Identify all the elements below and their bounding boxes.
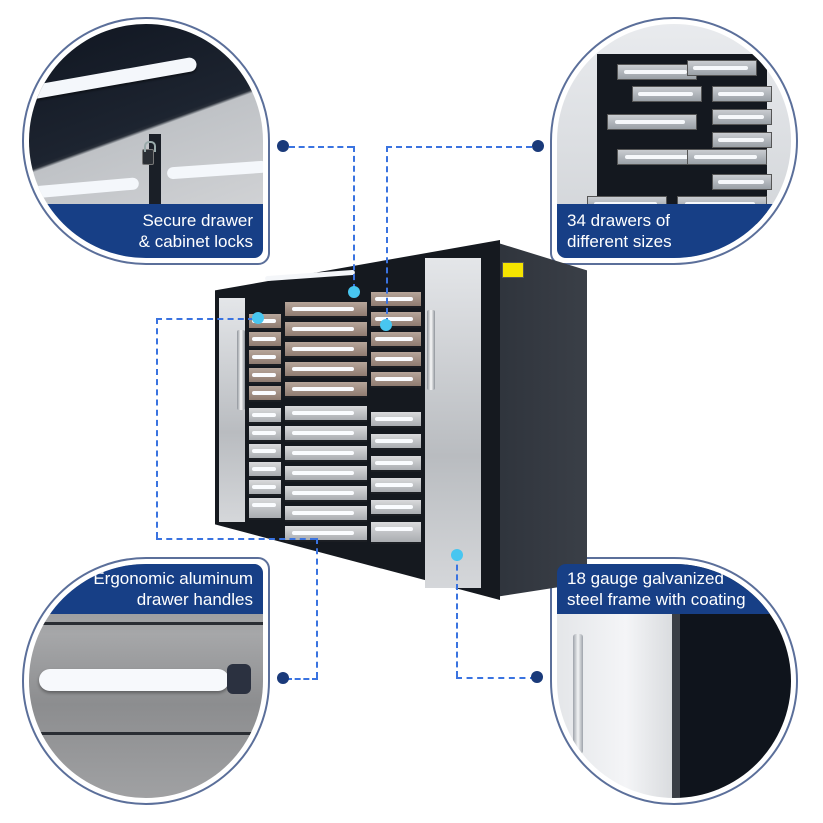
- drawer: [712, 174, 772, 190]
- drawer: [371, 434, 421, 450]
- drawer: [249, 350, 281, 366]
- callout-drawers-image: 34 drawers of different sizes: [557, 24, 791, 258]
- drawer: [249, 426, 281, 442]
- drawer: [285, 322, 367, 338]
- hotspot-dot-icon: [252, 312, 264, 324]
- hotspot-dot-icon: [348, 286, 360, 298]
- drawer: [285, 382, 367, 398]
- frame-edge: [672, 564, 680, 798]
- connector-line: [386, 146, 388, 324]
- caption-drawers: 34 drawers of different sizes: [557, 204, 791, 258]
- drawer: [285, 506, 367, 522]
- connector-line: [386, 146, 532, 148]
- caption-line: Ergonomic aluminum: [93, 569, 253, 588]
- right-door: [425, 258, 481, 588]
- connector-line: [286, 678, 318, 680]
- door-handle: [573, 634, 583, 754]
- callout-frame-image: 18 gauge galvanized steel frame with coa…: [557, 564, 791, 798]
- callout-frame: 18 gauge galvanized steel frame with coa…: [550, 557, 798, 805]
- padlock-icon: [142, 141, 156, 165]
- tool-cabinet: [215, 240, 587, 602]
- right-door-handle: [427, 310, 435, 390]
- anchor-dot-icon: [277, 672, 289, 684]
- drawer: [249, 498, 281, 520]
- drawer: [371, 372, 421, 388]
- drawer: [285, 446, 367, 462]
- drawer: [285, 302, 367, 318]
- drawer: [285, 466, 367, 482]
- drawer: [285, 486, 367, 502]
- drawer: [712, 86, 772, 102]
- caption-line: Secure drawer: [142, 211, 253, 230]
- drawer: [249, 444, 281, 460]
- caption-line: 34 drawers of: [567, 211, 670, 230]
- open-drawers-photo: [557, 24, 791, 258]
- caption-line: steel frame with coating: [567, 590, 746, 609]
- drawer: [249, 332, 281, 348]
- drawer: [249, 408, 281, 424]
- drawer: [371, 522, 421, 544]
- hotspot-dot-icon: [451, 549, 463, 561]
- caption-line: & cabinet locks: [138, 232, 253, 251]
- warning-label: [502, 262, 524, 278]
- drawer-handle: [29, 56, 198, 100]
- callout-drawers: 34 drawers of different sizes: [550, 17, 798, 265]
- drawer: [687, 60, 757, 76]
- drawer: [285, 362, 367, 378]
- drawer: [285, 342, 367, 358]
- drawer: [371, 500, 421, 516]
- handle-end-cap: [227, 664, 251, 694]
- drawer: [249, 368, 281, 384]
- drawer: [712, 132, 772, 148]
- cabinet-side-panel: [495, 242, 587, 597]
- callout-handles-image: Ergonomic aluminum drawer handles: [29, 564, 263, 798]
- drawer: [249, 462, 281, 478]
- drawer: [371, 312, 421, 328]
- drawer: [687, 149, 767, 165]
- caption-frame: 18 gauge galvanized steel frame with coa…: [557, 564, 791, 614]
- drawer-seam: [29, 622, 263, 625]
- caption-line: 18 gauge galvanized: [567, 569, 724, 588]
- drawer: [249, 480, 281, 496]
- drawer: [249, 386, 281, 402]
- connector-line: [156, 538, 316, 540]
- drawer: [371, 332, 421, 348]
- anchor-dot-icon: [531, 671, 543, 683]
- drawer: [371, 292, 421, 308]
- drawer: [285, 426, 367, 442]
- drawer: [371, 352, 421, 368]
- callout-locks-image: Secure drawer & cabinet locks: [29, 24, 263, 258]
- drawer: [607, 114, 697, 130]
- drawer-handle: [166, 160, 263, 180]
- drawer: [712, 109, 772, 125]
- connector-line: [353, 146, 355, 290]
- connector-line: [156, 318, 158, 538]
- drawer-handle: [29, 177, 140, 199]
- connector-line: [156, 318, 254, 320]
- drawer: [617, 64, 697, 80]
- drawer-seam: [29, 732, 263, 735]
- caption-line: different sizes: [567, 232, 672, 251]
- drawer: [371, 456, 421, 472]
- connector-line: [456, 677, 536, 679]
- drawer: [371, 478, 421, 494]
- connector-line: [289, 146, 353, 148]
- callout-handles: Ergonomic aluminum drawer handles: [22, 557, 270, 805]
- drawer: [285, 406, 367, 422]
- aluminum-handle: [39, 669, 229, 691]
- drawer: [617, 149, 707, 165]
- caption-line: drawer handles: [136, 590, 253, 609]
- connector-line: [456, 555, 458, 677]
- connector-line: [316, 538, 318, 678]
- left-door-handle: [237, 330, 245, 410]
- caption-handles: Ergonomic aluminum drawer handles: [29, 564, 263, 614]
- anchor-dot-icon: [532, 140, 544, 152]
- callout-locks: Secure drawer & cabinet locks: [22, 17, 270, 265]
- hotspot-dot-icon: [380, 319, 392, 331]
- caption-locks: Secure drawer & cabinet locks: [29, 204, 263, 258]
- anchor-dot-icon: [277, 140, 289, 152]
- drawer: [371, 412, 421, 428]
- drawer: [632, 86, 702, 102]
